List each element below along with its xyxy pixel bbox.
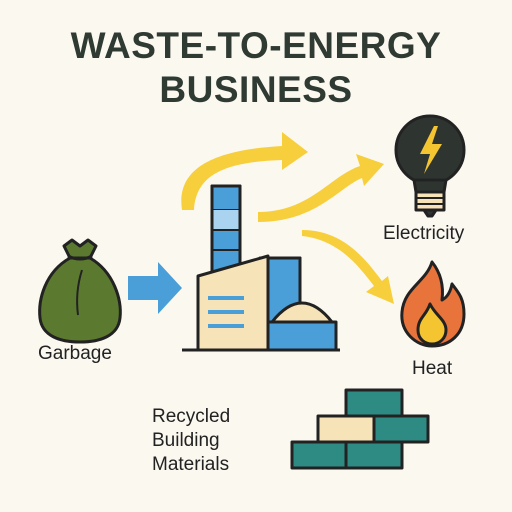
lightbulb-icon	[394, 114, 466, 218]
factory-icon	[182, 184, 340, 352]
label-heat: Heat	[412, 358, 453, 379]
label-recycled-line-2: Building	[152, 430, 220, 451]
title-line-2: BUSINESS	[159, 69, 353, 110]
output-arrow-top	[181, 132, 308, 210]
label-electricity: Electricity	[383, 223, 465, 244]
input-arrow	[128, 262, 182, 314]
title-line-1: WASTE-TO-ENERGY	[70, 25, 442, 66]
page-title: WASTE-TO-ENERGY BUSINESS	[0, 24, 512, 112]
flame-icon	[400, 260, 466, 348]
label-recycled-line-3: Materials	[152, 454, 230, 475]
label-recycled-materials: Recycled Building Materials	[152, 405, 230, 477]
lightning-bolt-icon	[420, 126, 442, 174]
output-arrows	[181, 132, 394, 304]
label-garbage: Garbage	[38, 343, 112, 364]
label-recycled-line-1: Recycled	[152, 406, 231, 427]
bricks-icon	[290, 388, 430, 470]
output-arrow-electricity	[258, 154, 384, 222]
output-arrow-heat	[302, 230, 394, 304]
garbage-bag-icon	[38, 238, 122, 344]
